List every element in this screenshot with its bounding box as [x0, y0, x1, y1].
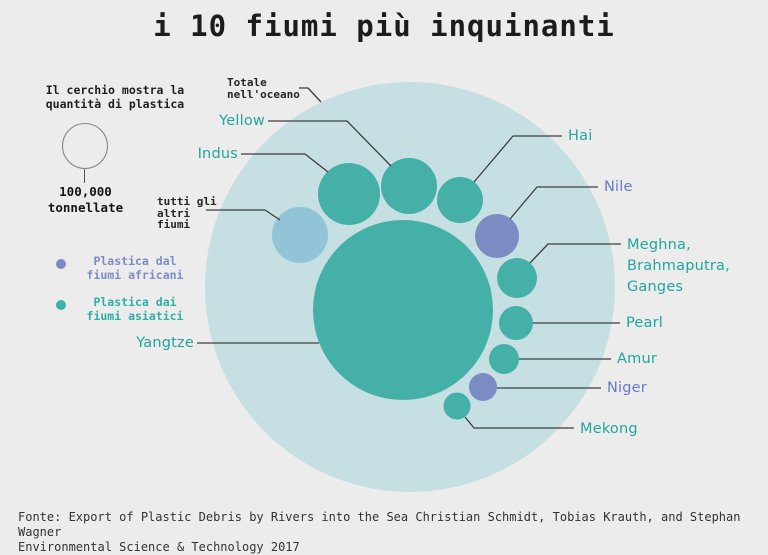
size-legend-caption: Il cerchio mostra la quantità di plastic… — [24, 83, 206, 111]
size-legend-value-line2: tonnellate — [47, 200, 124, 215]
size-legend-value: 100,000 tonnellate — [25, 184, 146, 216]
bubble-label-line: Meghna, — [627, 236, 691, 253]
bubble-label-line: altri — [157, 206, 191, 220]
bubble-label-line: Yellow — [219, 112, 265, 129]
bubble-label-line: Amur — [617, 350, 657, 367]
bubble-niger — [469, 373, 497, 401]
source-note-line1: Fonte: Export of Plastic Debris by River… — [18, 510, 741, 539]
bubble-indus — [318, 163, 380, 225]
size-legend-caption-line2: quantità di plastica — [45, 97, 185, 111]
bubble-yellow — [381, 158, 437, 214]
bubble-label-line: nell'oceano — [227, 87, 300, 101]
bubble-label-line: tutti gli — [157, 195, 217, 209]
bubble-label-line: Niger — [607, 379, 647, 396]
bubble-nile — [475, 214, 519, 258]
bubble-label-yangtze: Yangtze — [136, 333, 194, 354]
bubble-meghna — [497, 258, 537, 298]
bubble-yangtze — [313, 220, 493, 400]
page-title: i 10 fiumi più inquinanti — [153, 9, 615, 43]
legend-label-african-line2: africani — [128, 268, 184, 282]
bubble-altri — [272, 207, 328, 263]
bubble-label-line: Brahmaputra, — [627, 257, 730, 274]
bubble-label-nile: Nile — [604, 177, 633, 198]
bubble-label-mekong: Mekong — [580, 419, 638, 440]
bubble-label-meghna: Meghna, Brahmaputra, Ganges — [627, 235, 730, 298]
leader-line-altri — [206, 209, 281, 221]
leader-line-mekong — [464, 416, 574, 429]
leader-line-meghna — [529, 243, 621, 264]
leader-line-yellow — [268, 120, 392, 167]
bubble-label-line: Mekong — [580, 420, 638, 437]
legend-label-asian-line2: asiatici — [128, 309, 184, 323]
legend-dot-african-rivers — [56, 259, 66, 269]
size-legend-caption-line1: Il cerchio mostra la — [45, 83, 185, 97]
legend-label-asian-line1: Plastica dai fiumi — [86, 295, 177, 323]
bubble-label-indus: Indus — [198, 144, 238, 165]
legend-label-asian-rivers: Plastica dai fiumi asiatici — [73, 295, 197, 323]
bubble-label-line: Totale — [227, 76, 267, 90]
bubble-hai — [437, 177, 483, 223]
leader-line-indus — [241, 153, 329, 173]
bubble-label-line: Hai — [568, 127, 593, 144]
bubble-label-line: Pearl — [626, 314, 664, 331]
bubble-label-line: Nile — [604, 178, 633, 195]
source-note-line2: Environmental Science & Technology 2017 — [18, 540, 300, 554]
leader-line-hai — [473, 135, 562, 183]
leader-line-nile — [509, 186, 598, 220]
bubble-label-niger: Niger — [607, 378, 647, 399]
size-legend-tick-line — [84, 169, 86, 183]
bubble-label-yellow: Yellow — [219, 111, 265, 132]
bubble-mekong — [443, 392, 471, 420]
bubble-label-line: Ganges — [627, 278, 684, 295]
legend-label-african-line1: Plastica dal fiumi — [86, 254, 177, 282]
bubble-amur — [489, 344, 519, 374]
bubble-label-hai: Hai — [568, 126, 592, 147]
source-note: Fonte: Export of Plastic Debris by River… — [18, 510, 768, 555]
bubble-label-pearl: Pearl — [626, 313, 663, 334]
legend-label-african-rivers: Plastica dal fiumi africani — [73, 254, 197, 282]
bubble-label-line: Indus — [197, 145, 238, 162]
size-legend-value-line1: 100,000 — [59, 184, 112, 199]
bubble-pearl — [499, 306, 533, 340]
legend-dot-asian-rivers — [56, 300, 66, 310]
bubble-label-amur: Amur — [617, 349, 657, 370]
size-legend-circle — [62, 123, 108, 169]
bubble-label-line: fiumi — [157, 218, 191, 232]
bubble-label-line: Yangtze — [136, 334, 194, 351]
leader-line-totale — [299, 87, 322, 103]
